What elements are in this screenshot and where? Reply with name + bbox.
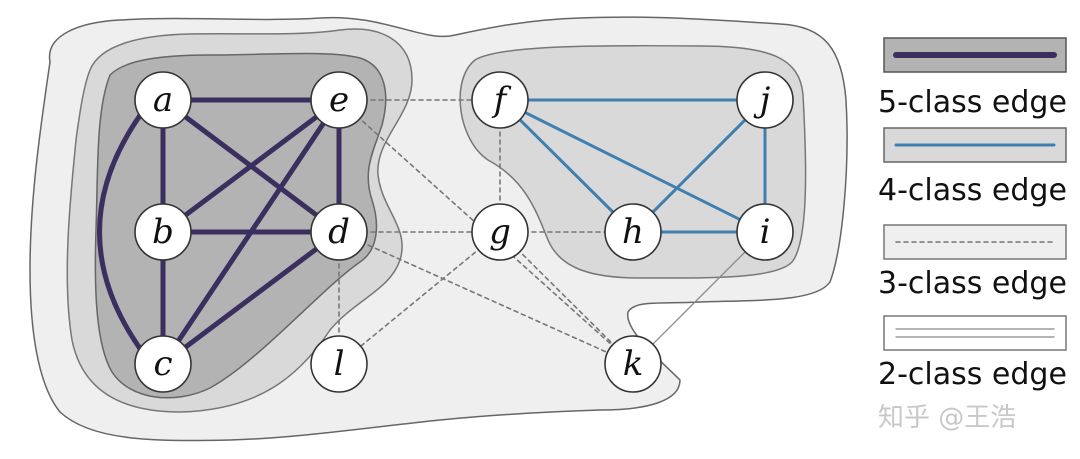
- edge-c-d: [160, 229, 342, 367]
- edge-a-c: [97, 111, 144, 353]
- node-e-circle: [310, 71, 368, 129]
- edge-e-k: [338, 99, 634, 365]
- node-c-circle: [134, 335, 192, 393]
- legend-label-2-class: 2-class edge: [878, 357, 1067, 392]
- node-k: k: [604, 335, 662, 393]
- node-a-label: a: [153, 80, 173, 120]
- node-e: e: [310, 71, 368, 129]
- node-l-label: l: [334, 344, 345, 384]
- node-g: g: [471, 203, 529, 261]
- legend-item-4-class: 4-class edge: [878, 127, 1067, 208]
- watermark: 知乎 @王浩: [878, 403, 1016, 433]
- node-b-circle: [134, 203, 192, 261]
- node-c: c: [134, 335, 192, 393]
- node-l: l: [310, 335, 368, 393]
- node-i-circle: [736, 203, 794, 261]
- edge-f-i: [498, 98, 767, 234]
- legend: 5-class edge 4-class edge 3-class edge 2…: [878, 37, 1067, 392]
- node-k-circle: [604, 335, 662, 393]
- region-4-class-right: [459, 44, 807, 279]
- node-k-label: k: [623, 344, 644, 384]
- node-e-label: e: [329, 80, 349, 120]
- legend-swatch-2-class: [883, 315, 1067, 351]
- node-i-label: i: [760, 212, 771, 252]
- legend-label-4-class: 4-class edge: [878, 173, 1067, 208]
- node-a-circle: [134, 71, 192, 129]
- node-l-circle: [310, 335, 368, 393]
- edge-j-h: [631, 98, 767, 234]
- edge-k-i: [632, 231, 766, 365]
- node-d: d: [310, 203, 368, 261]
- node-j: j: [736, 71, 794, 129]
- edge-g-k: [499, 231, 634, 365]
- legend-item-5-class: 5-class edge: [878, 37, 1067, 120]
- node-h-circle: [604, 203, 662, 261]
- node-h-label: h: [622, 212, 644, 252]
- node-d-circle: [310, 203, 368, 261]
- legend-label-3-class: 3-class edge: [878, 266, 1067, 301]
- edge-b-e: [160, 97, 342, 235]
- node-c-label: c: [153, 344, 172, 384]
- node-j-circle: [736, 71, 794, 129]
- edge-f-h: [498, 98, 635, 234]
- legend-item-3-class: 3-class edge: [878, 224, 1067, 301]
- node-h: h: [604, 203, 662, 261]
- node-f-circle: [471, 71, 529, 129]
- node-b: b: [134, 203, 192, 261]
- node-f: f: [471, 71, 529, 129]
- node-b-label: b: [152, 212, 174, 252]
- node-i: i: [736, 203, 794, 261]
- node-g-label: g: [489, 212, 511, 252]
- edge-g-l: [338, 231, 501, 365]
- node-d-label: d: [328, 212, 350, 252]
- edge-d-k: [338, 231, 634, 365]
- legend-label-5-class: 5-class edge: [878, 85, 1067, 120]
- edge-c-e: [160, 97, 342, 367]
- node-g-circle: [471, 203, 529, 261]
- legend-item-2-class: 2-class edge: [878, 315, 1067, 392]
- node-a: a: [134, 71, 192, 129]
